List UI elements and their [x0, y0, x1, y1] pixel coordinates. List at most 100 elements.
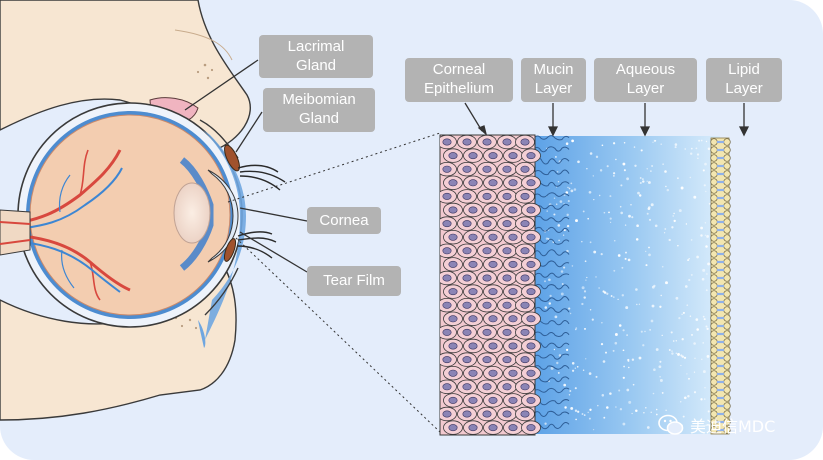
aqueous-particle [567, 186, 569, 189]
aqueous-particle [554, 315, 558, 319]
aqueous-particle [668, 238, 671, 242]
lipid-head [723, 282, 731, 290]
aqueous-particle [705, 245, 708, 248]
cell-nucleus [526, 152, 536, 160]
cell-nucleus [482, 138, 492, 146]
aqueous-particle [704, 387, 706, 389]
lipid-head [710, 234, 718, 242]
cell-nucleus [526, 206, 536, 214]
aqueous-particle [610, 221, 612, 223]
cell-nucleus [502, 301, 512, 309]
aqueous-particle [704, 222, 707, 224]
aqueous-particle [630, 204, 632, 206]
aqueous-particle [661, 334, 663, 337]
label-line: Meibomian [282, 91, 356, 108]
cell-nucleus [482, 383, 492, 391]
aqueous-particle [618, 389, 621, 392]
aqueous-particle [675, 340, 677, 342]
cell-nucleus [526, 315, 536, 323]
aqueous-particle [694, 357, 696, 360]
lens [173, 182, 211, 244]
cell-nucleus [448, 179, 458, 187]
cell-nucleus [520, 383, 530, 391]
cell-nucleus [442, 247, 452, 255]
aqueous-particle [549, 294, 552, 298]
aqueous-particle [664, 228, 667, 230]
aqueous-particle [577, 160, 580, 164]
aqueous-particle [583, 290, 587, 293]
lipid-head [710, 146, 718, 154]
aqueous-particle [691, 333, 693, 336]
lipid-head [723, 306, 731, 314]
aqueous-particle [650, 203, 654, 207]
aqueous-particle [661, 391, 664, 394]
aqueous-particle [582, 369, 585, 371]
lipid-head [710, 266, 718, 274]
cell-nucleus [482, 165, 492, 173]
aqueous-particle [680, 186, 684, 190]
cell-nucleus [468, 342, 478, 350]
aqueous-particle [583, 296, 586, 299]
aqueous-particle [554, 155, 557, 158]
lipid-head [723, 194, 731, 202]
label-line: Layer [534, 80, 573, 97]
cell-nucleus [508, 179, 518, 187]
aqueous-particle [646, 180, 648, 182]
label-line: Layer [725, 80, 763, 97]
aqueous-particle [620, 184, 623, 187]
label-cornea: Cornea [307, 207, 381, 234]
aqueous-particle [584, 327, 586, 330]
aqueous-particle [683, 356, 687, 359]
cell-nucleus [502, 328, 512, 336]
aqueous-particle [587, 411, 589, 414]
aqueous-particle [585, 279, 587, 281]
cell-nucleus [442, 220, 452, 228]
mucin-strand [533, 215, 570, 223]
aqueous-particle [706, 234, 710, 238]
cell-nucleus [468, 206, 478, 214]
cell-nucleus [448, 206, 458, 214]
aqueous-particle [614, 333, 618, 336]
aqueous-particle [702, 315, 705, 318]
aqueous-particle [653, 368, 656, 372]
aqueous-particle [628, 400, 632, 404]
cell-nucleus [482, 356, 492, 364]
aqueous-particle [544, 422, 547, 425]
lipid-head [723, 338, 731, 346]
aqueous-particle [619, 205, 622, 208]
aqueous-particle [547, 237, 549, 240]
aqueous-particle [655, 408, 658, 411]
aqueous-particle [632, 383, 635, 386]
cell-nucleus [468, 396, 478, 404]
lipid-head [723, 274, 731, 282]
cell-nucleus [468, 369, 478, 377]
aqueous-particle [646, 168, 648, 170]
cell-nucleus [502, 192, 512, 200]
aqueous-particle [625, 251, 627, 254]
aqueous-particle [652, 141, 654, 143]
lipid-head [710, 402, 718, 410]
lipid-head [710, 274, 718, 282]
aqueous-particle [674, 146, 677, 149]
aqueous-particle [609, 392, 612, 395]
label-line: Mucin [533, 61, 574, 78]
aqueous-particle [703, 318, 706, 321]
mucin-strand [533, 135, 570, 141]
aqueous-particle [627, 258, 631, 262]
cell-nucleus [526, 288, 536, 296]
label-meibomian-gland: Meibomian Gland [263, 88, 375, 132]
lipid-head [723, 250, 731, 258]
aqueous-particle [676, 177, 679, 180]
aqueous-particle [618, 324, 622, 327]
aqueous-particle [595, 375, 598, 378]
aqueous-particle [556, 361, 559, 365]
cell-nucleus [468, 315, 478, 323]
aqueous-particle [568, 307, 571, 310]
label-tear-film: Tear Film [307, 266, 401, 296]
aqueous-particle [700, 398, 703, 401]
lipid-head [710, 394, 718, 402]
cell-nucleus [520, 410, 530, 418]
aqueous-particle [705, 289, 708, 292]
